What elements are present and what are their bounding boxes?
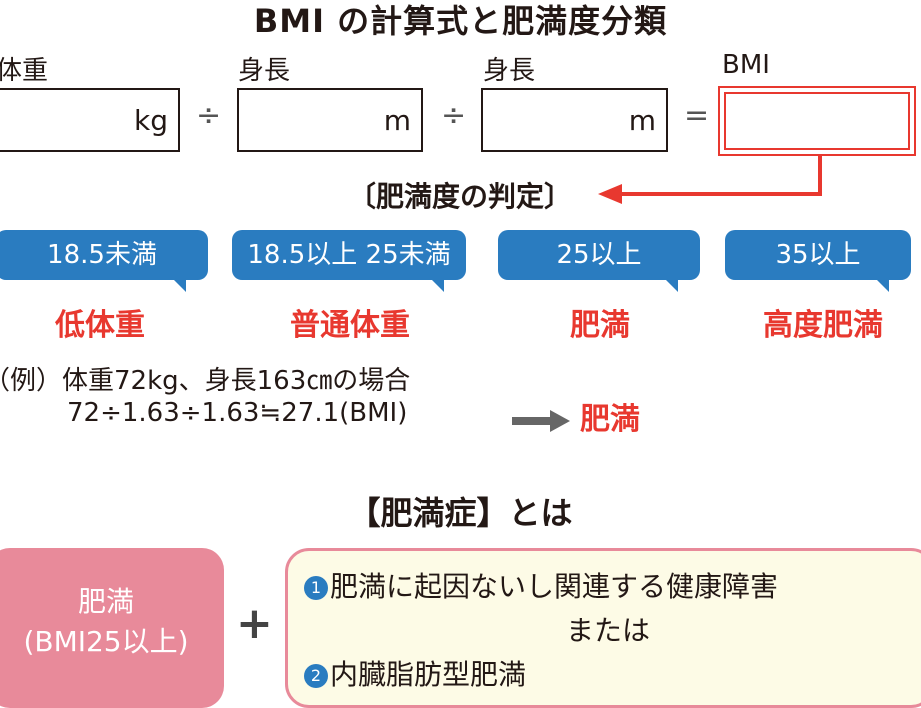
arrow-connector-icon (598, 156, 822, 204)
right-arrow-icon (512, 410, 570, 432)
height-label-1: 身長 (238, 56, 291, 86)
category-name-1: 普通体重 (290, 308, 410, 343)
example-result: 肥満 (580, 402, 640, 437)
category-name-2: 肥満 (570, 308, 630, 343)
example-line-2: 72÷1.63÷1.63≒27.1(BMI) (67, 398, 408, 428)
category-range-3: 35以上 (725, 230, 911, 292)
category-name-3: 高度肥満 (763, 308, 883, 343)
category-name-0: 低体重 (55, 308, 145, 343)
judgement-label: 〔肥満度の判定〕 (347, 180, 572, 213)
obesity-disease-heading: 【肥満症】とは (348, 494, 573, 532)
number-badge-2: 2 (304, 664, 328, 688)
bmi-label: BMI (722, 50, 770, 80)
category-range-0: 18.5未満 (0, 230, 208, 292)
unit-m-2: m (628, 104, 656, 137)
page-title: BMI の計算式と肥満度分類 (253, 2, 668, 40)
bmi-result-field (718, 86, 916, 156)
weight-label: 体重 (0, 56, 49, 86)
weight-field: kg (0, 88, 180, 152)
category-range-2: 25以上 (498, 230, 700, 292)
height-label-2: 身長 (483, 56, 536, 86)
obesity-box: 肥満 (BMI25以上) (0, 548, 224, 708)
category-range-1: 18.5以上 25未満 (232, 230, 466, 292)
or-label: または (565, 614, 650, 647)
plus-sign: + (236, 598, 273, 649)
condition-2: 内臓脂肪型肥満 (330, 658, 527, 691)
example-line-1: （例）体重72kg、身長163㎝の場合 (0, 366, 411, 396)
obesity-box-line-2: (BMI25以上) (23, 625, 189, 658)
unit-kg: kg (134, 104, 168, 137)
divide-sign-2: ÷ (441, 98, 467, 133)
height-field-2: m (481, 88, 668, 152)
equals-sign: = (684, 98, 710, 133)
obesity-box-line-1: 肥満 (77, 585, 134, 618)
height-field-1: m (237, 88, 423, 152)
number-badge-1: 1 (304, 576, 328, 600)
condition-1: 肥満に起因ないし関連する健康障害 (330, 570, 779, 603)
unit-m-1: m (383, 104, 411, 137)
divide-sign-1: ÷ (196, 98, 222, 133)
